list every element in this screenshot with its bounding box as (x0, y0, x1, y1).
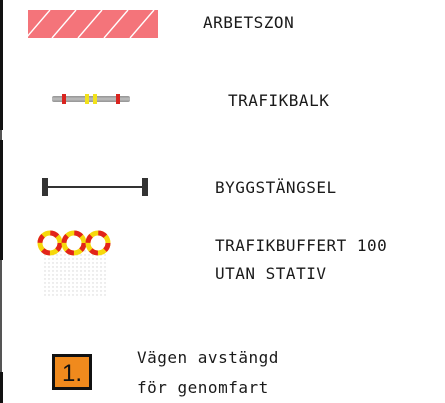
left-frame-segment (0, 372, 3, 403)
construction-fence-label: BYGGSTÄNGSEL (215, 178, 337, 197)
hatched-work-zone-icon (25, 9, 158, 39)
traffic-beam-label: TRAFIKBALK (228, 91, 330, 110)
left-frame-segment (0, 140, 3, 260)
traffic-buffer-icon (36, 230, 112, 300)
traffic-buffer-label-line-2: UTAN STATIV (215, 264, 327, 283)
traffic-beam-icon (52, 91, 130, 107)
traffic-buffer-label-line-1: TRAFIKBUFFERT 100 (215, 236, 388, 255)
road-sign-number: 1. (62, 360, 82, 387)
left-frame-segment (0, 0, 3, 130)
road-sign-1-icon: 1. (52, 354, 92, 390)
road-sign-label-line-2: för genomfart (137, 378, 269, 397)
construction-fence-icon (42, 176, 148, 198)
road-sign-label-line-1: Vägen avstängd (137, 348, 279, 367)
work-zone-label: ARBETSZON (203, 13, 295, 32)
